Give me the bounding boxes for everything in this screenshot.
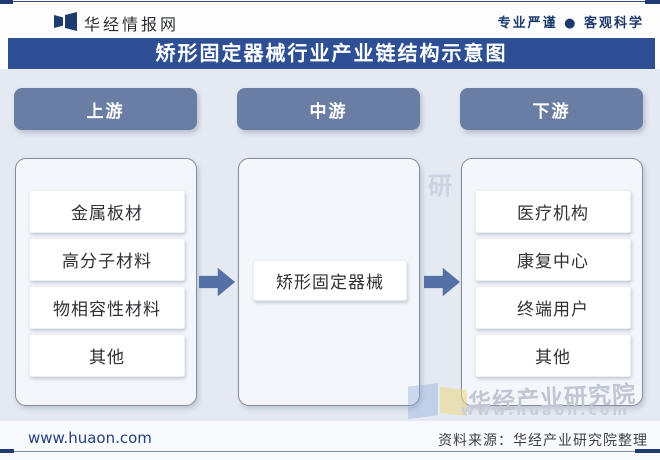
- upstream-item-metal-sheet: 金属板材: [29, 190, 185, 233]
- footer-bar: www.huaon.com 资料来源：华经产业研究院整理: [0, 421, 660, 460]
- watermark-logo-flag-blue: [408, 383, 438, 419]
- top-bar: 华经情报网 专业严谨 ● 客观科学: [0, 0, 660, 38]
- bottom-rule-cap-right: [635, 449, 660, 453]
- footer-source-note: 资料来源：华经产业研究院整理: [438, 433, 648, 449]
- midstream-item-orthopedic-fixation-devices: 矫形固定器械: [253, 260, 407, 301]
- top-rule-cap-left: [0, 0, 13, 4]
- downstream-item-rehab-centers: 康复中心: [475, 238, 631, 281]
- bottom-rule-cap-left: [0, 449, 14, 453]
- upstream-panel: 金属板材 高分子材料 物相容性材料 其他: [15, 158, 197, 406]
- top-rule-cap-right: [645, 0, 660, 4]
- watermark-fragment: 研: [428, 172, 452, 200]
- downstream-item-medical-institutions: 医疗机构: [475, 190, 631, 233]
- upstream-item-polymer-material: 高分子材料: [29, 238, 185, 281]
- huaon-logo-icon: [54, 12, 78, 31]
- column-header-upstream: 上游: [14, 88, 197, 130]
- downstream-item-end-users: 终端用户: [475, 286, 631, 329]
- logo-flag-left: [54, 15, 63, 28]
- bottom-rule: [0, 451, 660, 452]
- upstream-item-other: 其他: [29, 334, 185, 377]
- column-header-downstream: 下游: [460, 88, 643, 130]
- watermark-url-text: www.huaon.com: [461, 403, 631, 419]
- footer-website-url: www.huaon.com: [28, 429, 152, 447]
- brand-name: 华经情报网: [84, 15, 180, 34]
- column-header-midstream: 中游: [237, 88, 420, 130]
- top-rule: [0, 1, 660, 2]
- upstream-item-biocompatible-material: 物相容性材料: [29, 286, 185, 329]
- watermark-logo-flag-yellow: [440, 387, 467, 416]
- midstream-panel: 矫形固定器械: [238, 158, 420, 406]
- downstream-panel: 医疗机构 康复中心 终端用户 其他: [461, 158, 643, 406]
- page-title: 矫形固定器械行业产业链结构示意图: [8, 38, 655, 69]
- downstream-item-other: 其他: [475, 334, 631, 377]
- logo-flag-right: [65, 12, 77, 31]
- brand-slogan: 专业严谨 ● 客观科学: [497, 16, 644, 31]
